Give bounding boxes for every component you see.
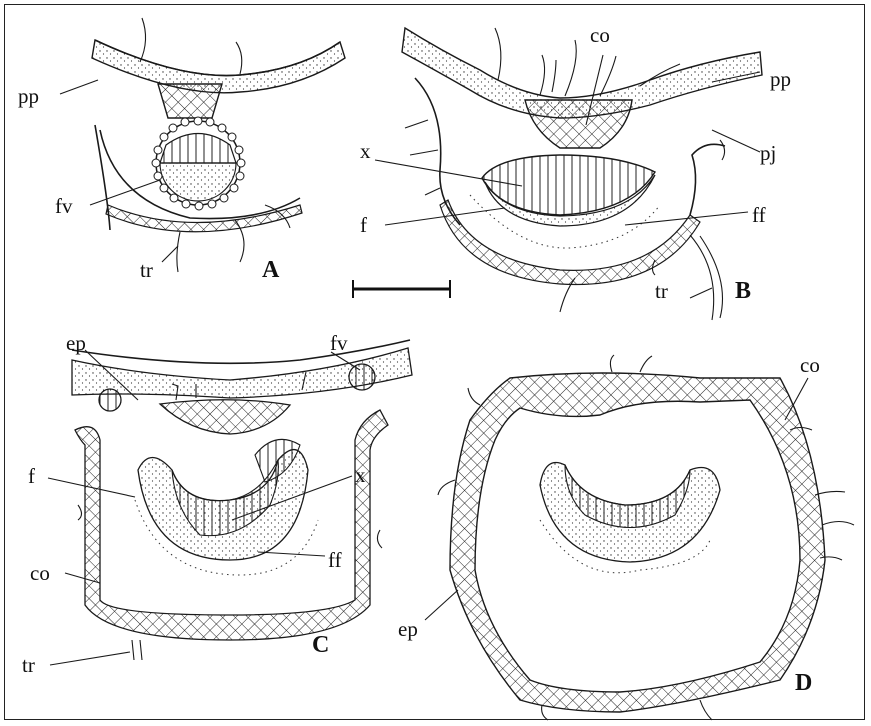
panel-d <box>425 355 854 720</box>
label-c-tr: tr <box>22 653 35 677</box>
label-d-co: co <box>800 353 820 377</box>
label-b-pp: pp <box>770 67 791 91</box>
label-b-pj: pj <box>760 141 776 165</box>
label-b-x: x <box>360 139 371 163</box>
label-b-tr: tr <box>655 279 668 303</box>
label-b-f: f <box>360 213 367 237</box>
panel-a <box>60 18 345 272</box>
label-a-pp: pp <box>18 84 39 108</box>
label-c-fv: fv <box>330 331 348 355</box>
panel-label-b: B <box>735 278 751 304</box>
label-a-fv: fv <box>55 194 73 218</box>
label-b-co: co <box>590 23 610 47</box>
label-c-f: f <box>28 464 35 488</box>
label-c-ff: ff <box>328 548 342 572</box>
panel-label-d: D <box>795 670 812 696</box>
label-c-x: x <box>355 463 366 487</box>
panel-c <box>48 340 412 665</box>
label-c-ep: ep <box>66 331 86 355</box>
label-d-ep: ep <box>398 617 418 641</box>
panel-b <box>353 28 762 320</box>
label-a-tr: tr <box>140 258 153 282</box>
label-c-co: co <box>30 561 50 585</box>
panel-label-c: C <box>312 632 329 658</box>
label-b-ff: ff <box>752 203 766 227</box>
scale-bar <box>353 280 450 298</box>
panel-label-a: A <box>262 257 280 283</box>
